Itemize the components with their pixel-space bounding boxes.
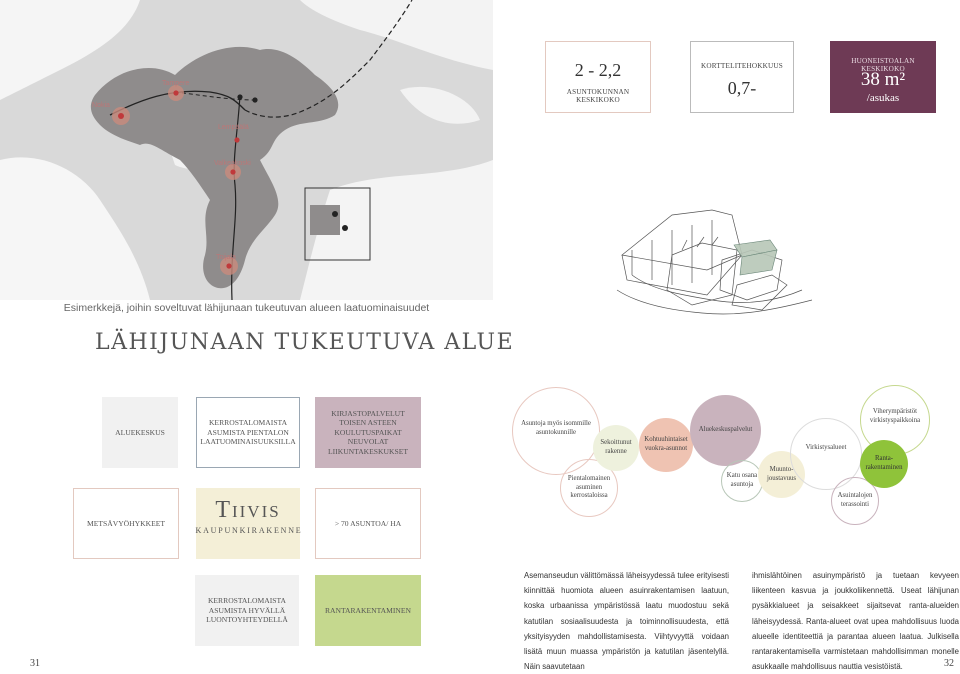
stat-household-value: 2 - 2,2 (574, 60, 622, 80)
stat-floor-sub: /asukas (866, 92, 900, 104)
bubble-katu-osana: Katu osana asuntoja (721, 460, 763, 502)
map-label-toijala: Toijala (216, 254, 236, 261)
bubble-terassointi: Asuintalojen terassointi (831, 477, 879, 525)
stat-efficiency-label: KORTTELITEHOKKUUS (700, 62, 784, 70)
page-number-left: 31 (30, 658, 40, 669)
map-caption: Esimerkkejä, joihin soveltuvat lähijunaa… (63, 302, 430, 314)
page-number-right: 32 (944, 658, 954, 669)
map-label-nokia: Nokia (92, 102, 110, 109)
stat-floor-area: HUONEISTOALAN KESKIKOKO 38 m² /asukas (830, 41, 936, 113)
tiivis-subheading: KAUPUNKIRAKENNE (195, 526, 303, 535)
bubble-rantarakentaminen: Ranta-rakentaminen (860, 440, 908, 488)
map-label-tampere: Tampere (162, 80, 190, 87)
stat-floor-value: 38 m² (860, 69, 906, 90)
stat-efficiency-value: 0,7- (727, 78, 757, 98)
grid-metsavyohykkeet: METSÄVYÖHYKKEET (73, 488, 179, 559)
map-label-valkeakoski: Valkeakoski (214, 160, 251, 167)
grid-kerrostalo-luonto: KERROSTALOMAISTA ASUMISTA HYVÄLLÄ LUONTO… (195, 575, 299, 646)
building-sketch (616, 209, 813, 315)
bubble-pientalomainen: Pientalomainen asuminen kerrostaloissa (560, 459, 618, 517)
body-text-col1: Asemanseudun välittömässä läheisyydessä … (524, 571, 729, 672)
stat-block-efficiency: KORTTELITEHOKKUUS 0,7- (690, 41, 794, 113)
bubble-kohtuuhintaiset: Kohtuuhintaiset vuokra-asunnot (639, 418, 693, 472)
grid-tiivis: Tiivis KAUPUNKIRAKENNE (196, 488, 301, 559)
bubble-aluekeskuspalvelut: Aluekeskuspalvelut (690, 395, 761, 466)
grid-rantarakentaminen: RANTARAKENTAMINEN (315, 575, 421, 646)
stat-household-size: 2 - 2,2 ASUNTOKUNNAN KESKIKOKO (545, 41, 651, 113)
page-title: Lähijunaan tukeutuva alue (95, 330, 515, 355)
bubble-sekoittunut: Sekoittunut rakenne (593, 425, 639, 471)
stat-floor-label: HUONEISTOALAN KESKIKOKO (851, 57, 915, 73)
map-graphic (0, 0, 493, 300)
grid-asuntoa-per-ha: > 70 ASUNTOA/ ha (315, 488, 421, 559)
region-map: Nokia Tampere Lempäälä Valkeakoski Toija… (0, 0, 493, 300)
grid-kerrostalomaista: KERROSTALOMAISTA ASUMISTA PIENTALON LAAT… (196, 397, 300, 468)
grid-aluekeskus: ALUEKESKUS (102, 397, 178, 468)
map-label-lempaala: Lempäälä (218, 124, 249, 131)
stat-household-label: ASUNTOKUNNAN KESKIKOKO (566, 88, 630, 104)
grid-kirjastopalvelut: KIRJASTOPALVELUT TOISEN ASTEEN KOULUTUSP… (315, 397, 421, 468)
body-text-col2: ihmislähtöinen asuinympäristö ja tuetaan… (752, 571, 959, 672)
tiivis-heading: Tiivis (215, 497, 281, 523)
